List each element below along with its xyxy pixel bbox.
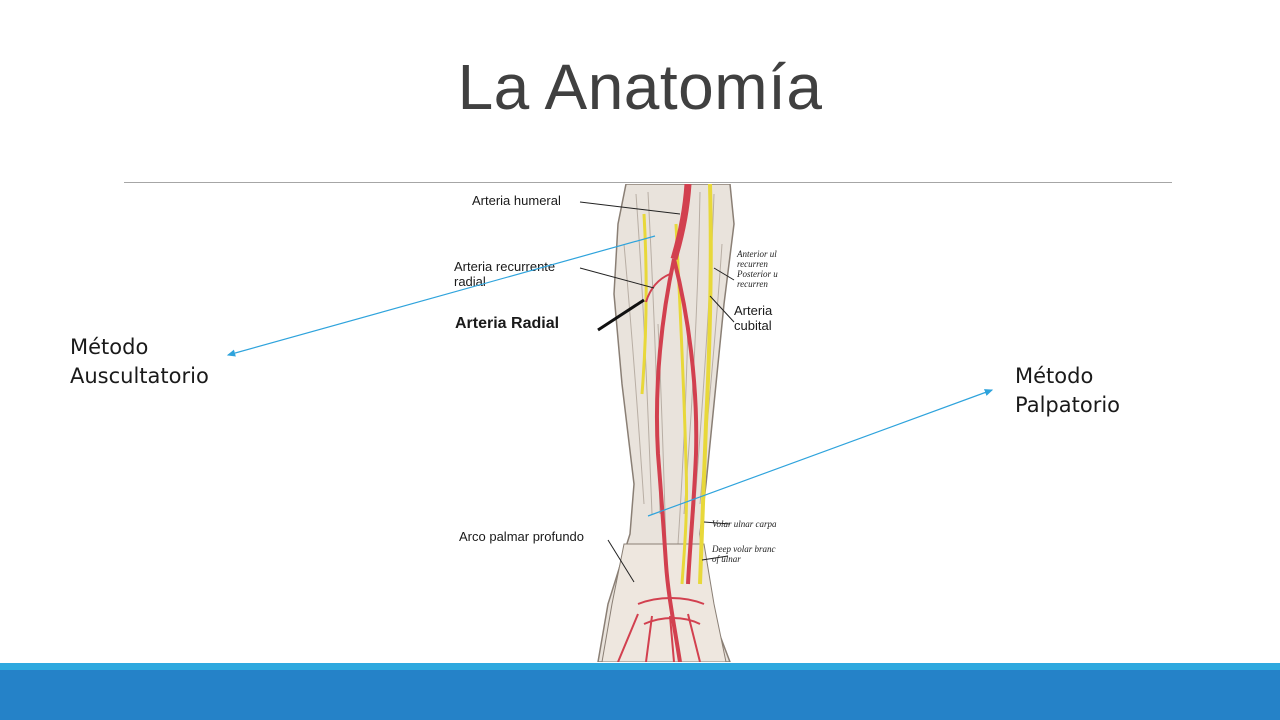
digital-arteries	[617, 613, 701, 663]
fig-label-deep-volar-branch: Deep volar branc of ulnar	[712, 544, 775, 564]
label-left-line-2: Auscultatorio	[70, 364, 209, 388]
fig-label-arteria-recurrente-radial: Arteria recurrente radial	[454, 259, 555, 289]
fig-label-ulnar-recurrent-line-1: Anterior ul	[737, 249, 777, 259]
title-divider	[124, 182, 1172, 183]
fig-label-ulnar-recurrent-line-3: Posterior u	[737, 269, 778, 279]
fig-label-arteria-cubital: Arteria cubital	[734, 303, 772, 333]
footer-band-dark	[0, 670, 1280, 720]
fig-label-arteria-humeral: Arteria humeral	[472, 193, 561, 208]
fig-label-recurrente-line-1: Arteria recurrente	[454, 259, 556, 274]
palmar-arch	[637, 597, 705, 625]
footer-band-light	[0, 663, 1280, 670]
slide-title: La Anatomía	[457, 51, 823, 123]
fig-label-ulnar-recurrent-line-2: recurren	[737, 259, 768, 269]
label-left-line-1: Método	[70, 335, 149, 359]
label-right-line-2: Palpatorio	[1015, 393, 1121, 417]
label-metodo-palpatorio: Método Palpatorio	[1015, 362, 1120, 420]
fig-label-volar-ulnar-carpal: Volar ulnar carpa	[712, 519, 777, 529]
fig-label-cubital-line-2: cubital	[734, 318, 772, 333]
brachial-artery	[670, 183, 692, 261]
fig-label-arco-palmar-profundo: Arco palmar profundo	[459, 529, 585, 544]
fig-label-recurrente-line-2: radial	[454, 274, 486, 289]
fig-label-arteria-radial: Arteria Radial	[455, 315, 560, 332]
fig-label-deep-volar-line-1: Deep volar branc	[712, 544, 776, 554]
fig-label-ulnar-recurrent: Anterior ul recurren Posterior u recurre…	[737, 249, 778, 289]
label-right-line-1: Método	[1015, 364, 1094, 388]
fig-label-ulnar-recurrent-line-4: recurren	[737, 279, 768, 289]
fig-label-deep-volar-line-2: of ulnar	[712, 554, 741, 564]
forearm-anatomy-illustration: Arteria humeral Arteria recurrente radia…	[448, 183, 788, 663]
fig-label-cubital-line-1: Arteria	[734, 303, 773, 318]
label-metodo-auscultatorio: Método Auscultatorio	[70, 333, 209, 391]
